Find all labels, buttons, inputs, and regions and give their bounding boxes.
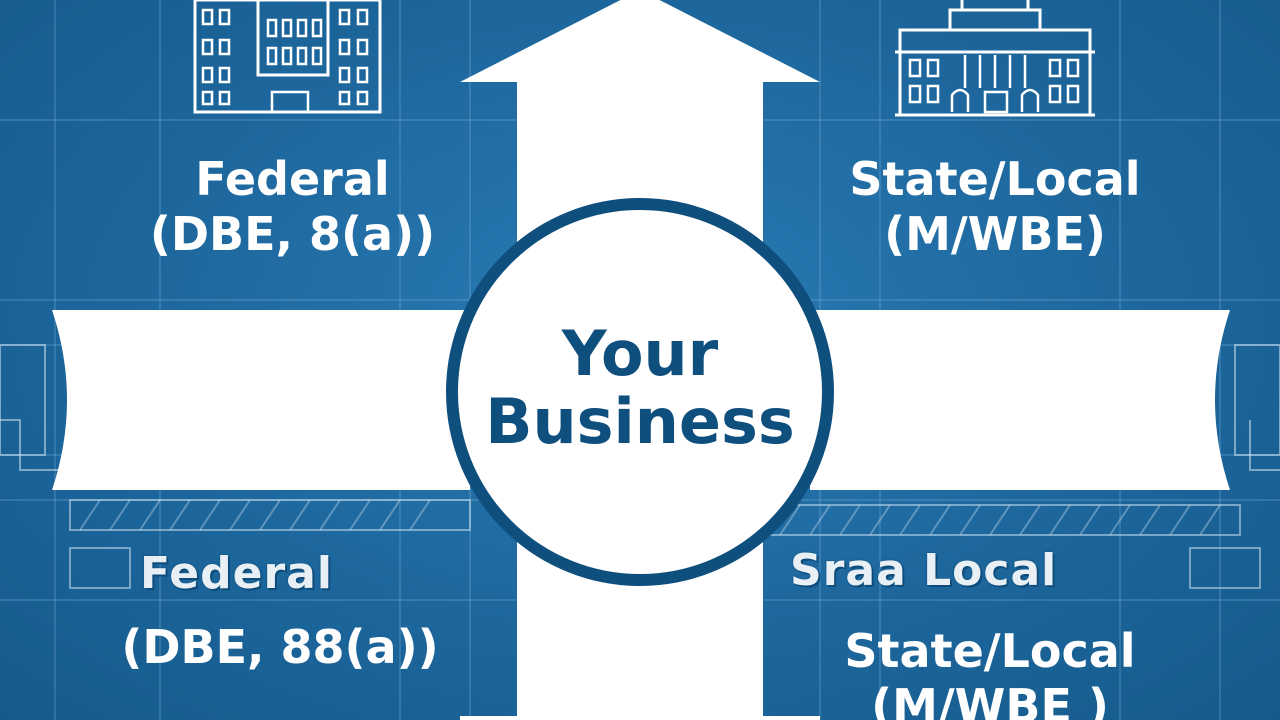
right-banner: [810, 310, 1230, 490]
federal-building-icon: [193, 0, 382, 114]
center-line-1: Your: [561, 317, 719, 390]
federal-programs: (DBE, 8(a)): [149, 207, 436, 262]
federal-title: Federal: [195, 152, 390, 206]
state-local-title: State/Local: [849, 152, 1141, 206]
your-business-label: Your Business: [470, 317, 810, 459]
left-banner: [52, 310, 470, 490]
state-local-label: State/Local (M/WBE): [800, 152, 1190, 262]
up-arrowhead: [460, 0, 820, 82]
down-arrowhead: [460, 716, 820, 720]
center-line-2: Business: [485, 385, 795, 459]
federal-label: Federal (DBE, 8(a)): [100, 152, 485, 262]
state-local-lower-title: State/Local: [844, 624, 1136, 678]
state-local-ghost-label: Sraa Local: [790, 545, 1058, 596]
state-local-lower-programs: (M/WBE ): [871, 679, 1109, 720]
federal-ghost-label: Federal: [140, 548, 333, 599]
state-local-lower-label: State/Local (M/WBE ): [790, 624, 1190, 720]
federal-lower-label: (DBE, 88(a)): [90, 620, 470, 675]
hub-circle: [446, 198, 834, 586]
state-local-programs: (M/WBE): [884, 207, 1106, 262]
capitol-building-icon: [895, 0, 1095, 117]
federal-lower-programs: (DBE, 88(a)): [121, 620, 439, 674]
